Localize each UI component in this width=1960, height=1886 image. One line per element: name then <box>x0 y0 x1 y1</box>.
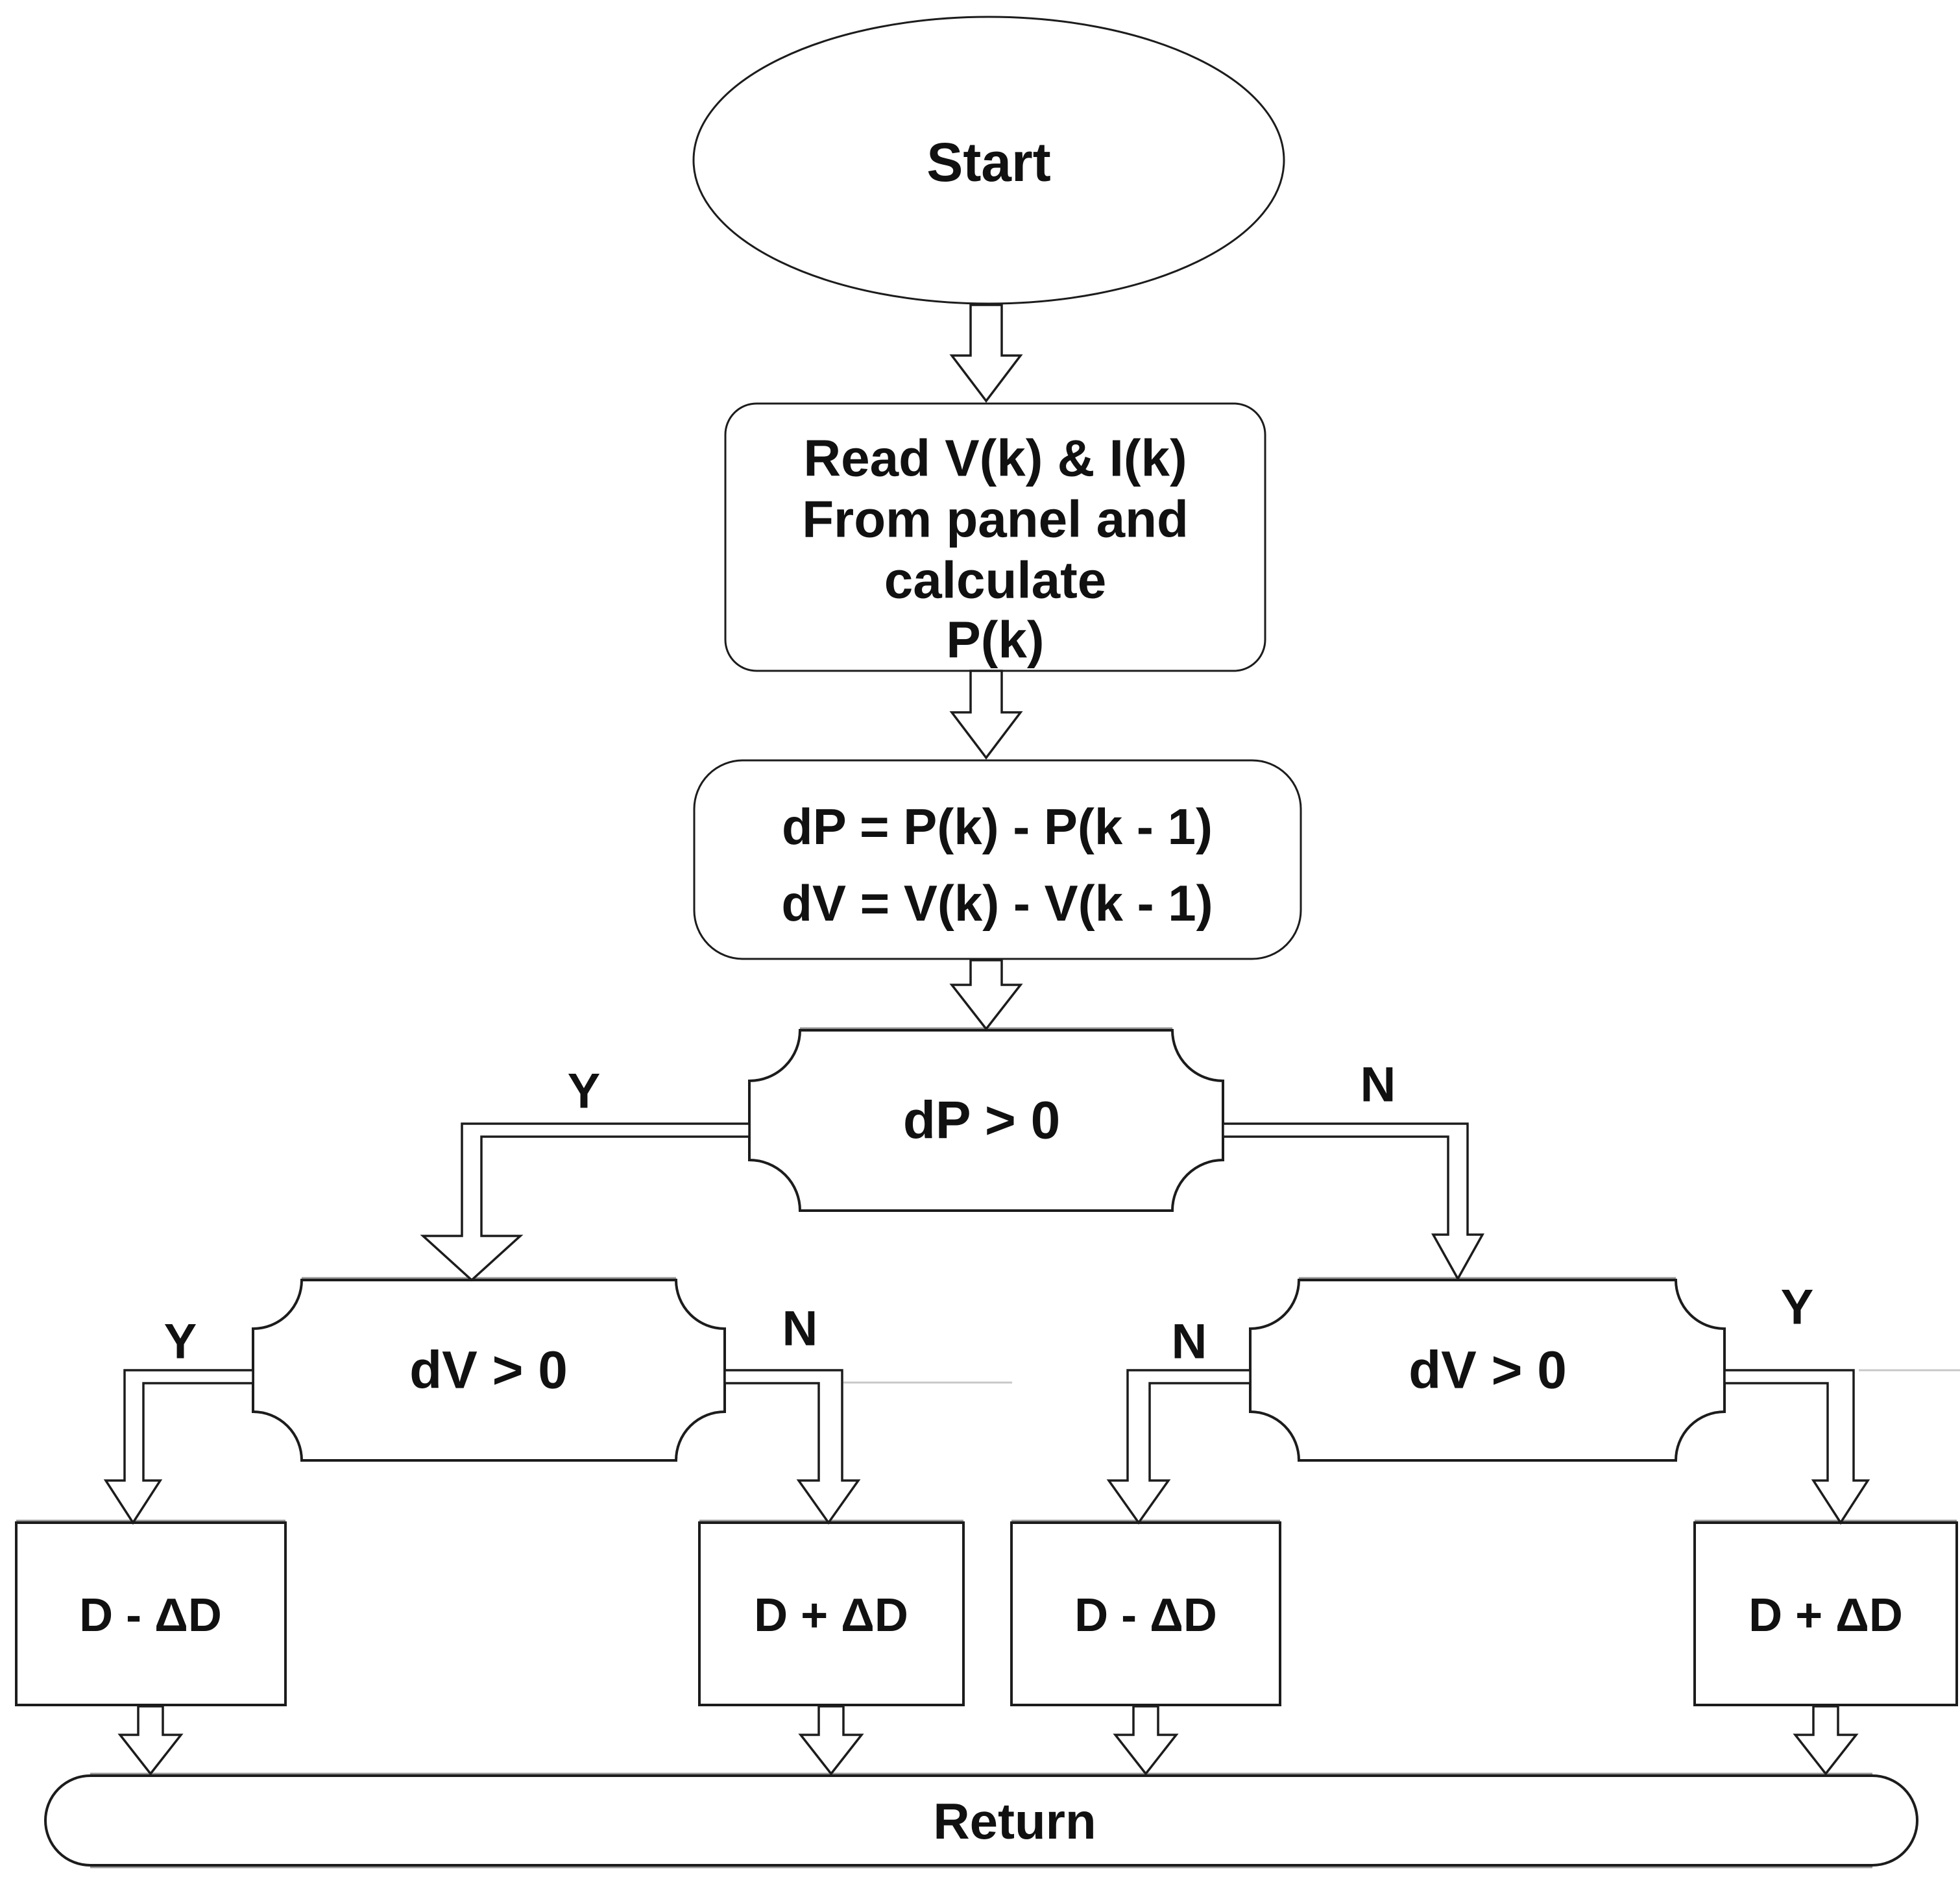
decision-dv-right <box>1249 1279 1726 1462</box>
elbow-arrow-dp-yes <box>420 1122 751 1282</box>
flow-arrow-read-to-delta <box>949 670 1023 760</box>
elbow-arrow-dv-right-yes <box>1723 1369 1870 1525</box>
action-label-decrease-right: D - ΔD <box>1074 1590 1217 1641</box>
decision-dv-right-label: dV > 0 <box>1409 1341 1567 1400</box>
decision-dp <box>748 1029 1224 1212</box>
read-process-text-line-4: P(k) <box>946 611 1044 669</box>
branch-label-dp-yes: Y <box>568 1064 601 1119</box>
read-process-text-line-1: Read V(k) & I(k) <box>803 429 1187 487</box>
decision-dp-label: dP > 0 <box>903 1091 1060 1150</box>
action-label-increase-left: D + ΔD <box>754 1590 908 1641</box>
return-label: Return <box>933 1793 1096 1850</box>
branch-label-dp-no: N <box>1361 1058 1396 1113</box>
start-label: Start <box>926 132 1050 193</box>
return-terminator <box>44 1774 1918 1867</box>
flow-arrow-decrease-left-to-return <box>117 1705 184 1776</box>
decision-dv-left-label: dV > 0 <box>409 1341 568 1400</box>
action-box-decrease-left <box>15 1521 287 1706</box>
branch-label-dv-right-yes: Y <box>1781 1280 1814 1335</box>
branch-label-dv-left-yes: Y <box>164 1314 197 1370</box>
flow-arrow-delta-to-dp <box>949 959 1023 1031</box>
elbow-arrow-dv-left-no <box>723 1369 861 1525</box>
elbow-arrow-dv-right-no <box>1106 1369 1252 1525</box>
action-label-decrease-left: D - ΔD <box>79 1590 222 1641</box>
branch-label-dv-right-no: N <box>1172 1314 1207 1370</box>
decision-dv-left <box>252 1279 726 1462</box>
flow-arrow-increase-right-to-return <box>1793 1705 1859 1776</box>
action-label-increase-right: D + ΔD <box>1748 1590 1903 1641</box>
delta-process-box <box>693 759 1302 960</box>
branch-label-dv-left-no: N <box>782 1301 818 1357</box>
flow-arrow-start-to-read <box>949 304 1023 403</box>
delta-process-text-line-2: dV = V(k) - V(k - 1) <box>781 875 1213 932</box>
flow-arrow-increase-left-to-return <box>798 1705 864 1776</box>
delta-process-text-line-1: dP = P(k) - P(k - 1) <box>782 798 1213 855</box>
elbow-arrow-dp-no <box>1222 1122 1484 1281</box>
action-box-increase-left <box>698 1521 965 1706</box>
read-process-text-line-3: calculate <box>884 551 1106 609</box>
action-box-decrease-right <box>1010 1521 1281 1706</box>
action-box-increase-right <box>1693 1521 1958 1706</box>
elbow-arrow-dv-left-yes <box>103 1369 254 1525</box>
flow-arrow-decrease-right-to-return <box>1113 1705 1179 1776</box>
read-process-text-line-2: From panel and <box>802 490 1189 548</box>
start-terminator <box>692 16 1285 305</box>
